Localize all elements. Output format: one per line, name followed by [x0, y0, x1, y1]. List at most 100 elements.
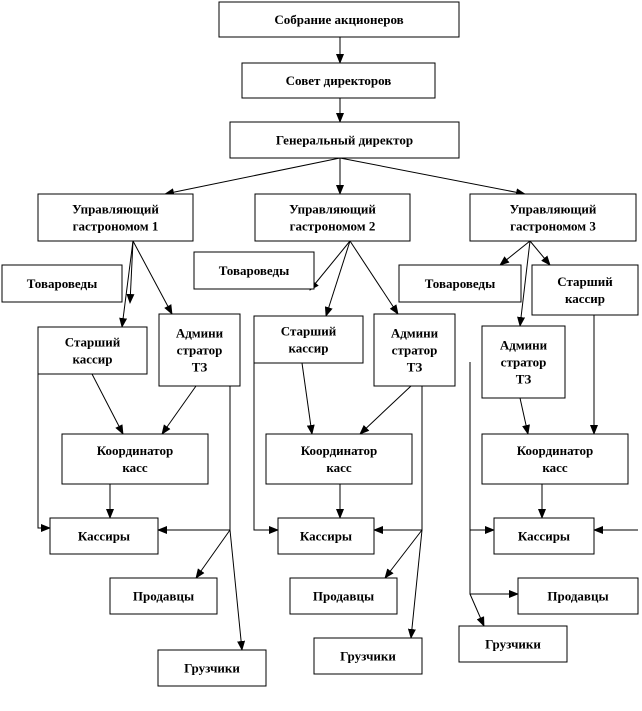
node-box — [61, 433, 209, 485]
node-coord3: Координатор касс — [481, 433, 629, 485]
node-loaders3: Грузчики — [458, 625, 568, 663]
node-box — [517, 577, 639, 615]
node-sellers1: Продавцы — [109, 577, 218, 615]
node-box — [277, 517, 375, 555]
node-loaders1: Грузчики — [157, 649, 267, 687]
node-label: Управляющий — [289, 202, 376, 217]
node-label: Продавцы — [133, 589, 194, 604]
node-label: ТЗ — [192, 360, 208, 375]
node-label: стратор — [501, 355, 547, 370]
node-label: кассир — [288, 341, 328, 356]
node-box — [253, 315, 364, 364]
node-seniorCashier2: Старший кассир — [253, 315, 364, 364]
node-label: касс — [326, 460, 352, 475]
connector-arrow — [359, 385, 412, 435]
node-label: стратор — [392, 343, 438, 358]
node-label: Старший — [281, 324, 337, 339]
node-sellers3: Продавцы — [517, 577, 639, 615]
node-coord2: Координатор касс — [265, 433, 413, 485]
node-label: Координатор — [301, 443, 378, 458]
node-box — [265, 433, 413, 485]
node-merch1: Товароведы — [1, 264, 123, 303]
connector-lines — [37, 37, 638, 651]
node-board: Совет директоров — [241, 62, 436, 99]
connector-arrow — [469, 593, 485, 627]
node-box — [531, 264, 639, 316]
node-box — [373, 313, 456, 387]
node-box — [458, 625, 568, 663]
node-box — [157, 649, 267, 687]
node-label: Координатор — [97, 443, 174, 458]
node-label: Кассиры — [518, 529, 570, 544]
node-label: Координатор — [517, 443, 594, 458]
node-label: ТЗ — [407, 360, 423, 375]
node-label: кассир — [72, 352, 112, 367]
connector-arrow — [519, 397, 530, 435]
connector-arrow — [195, 529, 231, 579]
node-label: Старший — [557, 274, 613, 289]
connector-arrow — [384, 529, 423, 579]
node-label: Продавцы — [547, 589, 608, 604]
node-label: Продавцы — [313, 589, 374, 604]
node-box — [49, 517, 159, 555]
node-label: Управляющий — [510, 202, 597, 217]
connector-arrow — [324, 240, 351, 317]
node-label: кассир — [565, 291, 605, 306]
node-box — [481, 325, 566, 399]
node-box — [469, 193, 637, 242]
node-box — [493, 517, 595, 555]
connector-arrow — [37, 350, 51, 532]
node-box — [254, 193, 411, 242]
node-box — [481, 433, 629, 485]
node-label: Совет директоров — [286, 73, 392, 88]
node-box — [313, 637, 423, 675]
node-cashiers1: Кассиры — [49, 517, 159, 555]
node-label: гастрономом 2 — [290, 219, 376, 234]
connector-arrow — [529, 240, 551, 266]
node-seniorCashier3: Старший кассир — [531, 264, 639, 316]
node-label: гастрономом 1 — [73, 219, 159, 234]
connector-arrow — [126, 240, 135, 304]
node-label: Админи — [391, 326, 439, 341]
node-label: Товароведы — [27, 276, 98, 291]
connector-arrow — [161, 385, 197, 435]
connector-arrow — [301, 362, 315, 435]
connector-arrow — [253, 363, 279, 534]
node-label: касс — [542, 460, 568, 475]
node-cashiers3: Кассиры — [493, 517, 595, 555]
connector-arrow — [499, 240, 531, 266]
connector-arrow — [229, 529, 246, 651]
node-box — [109, 577, 218, 615]
node-box — [193, 251, 315, 290]
connector-arrow — [517, 240, 531, 327]
node-label: Грузчики — [184, 661, 240, 676]
node-merch3: Товароведы — [398, 264, 522, 303]
node-box — [398, 264, 522, 303]
node-label: Грузчики — [340, 649, 396, 664]
node-box — [158, 313, 241, 387]
node-merch2: Товароведы — [193, 251, 315, 290]
node-label: гастрономом 3 — [510, 219, 596, 234]
node-box — [289, 577, 398, 615]
node-box — [37, 326, 148, 375]
node-label: Грузчики — [485, 637, 541, 652]
node-label: стратор — [177, 343, 223, 358]
connector-arrow — [309, 240, 351, 291]
node-box — [229, 121, 460, 159]
node-label: Собрание акционеров — [274, 12, 403, 27]
node-label: Генеральный директор — [276, 133, 413, 148]
node-label: Товароведы — [219, 263, 290, 278]
node-loaders2: Грузчики — [313, 637, 423, 675]
node-label: ТЗ — [516, 372, 532, 387]
node-label: Админи — [500, 338, 548, 353]
node-box — [37, 193, 194, 242]
node-box — [1, 264, 123, 303]
connector-arrow — [119, 240, 134, 328]
